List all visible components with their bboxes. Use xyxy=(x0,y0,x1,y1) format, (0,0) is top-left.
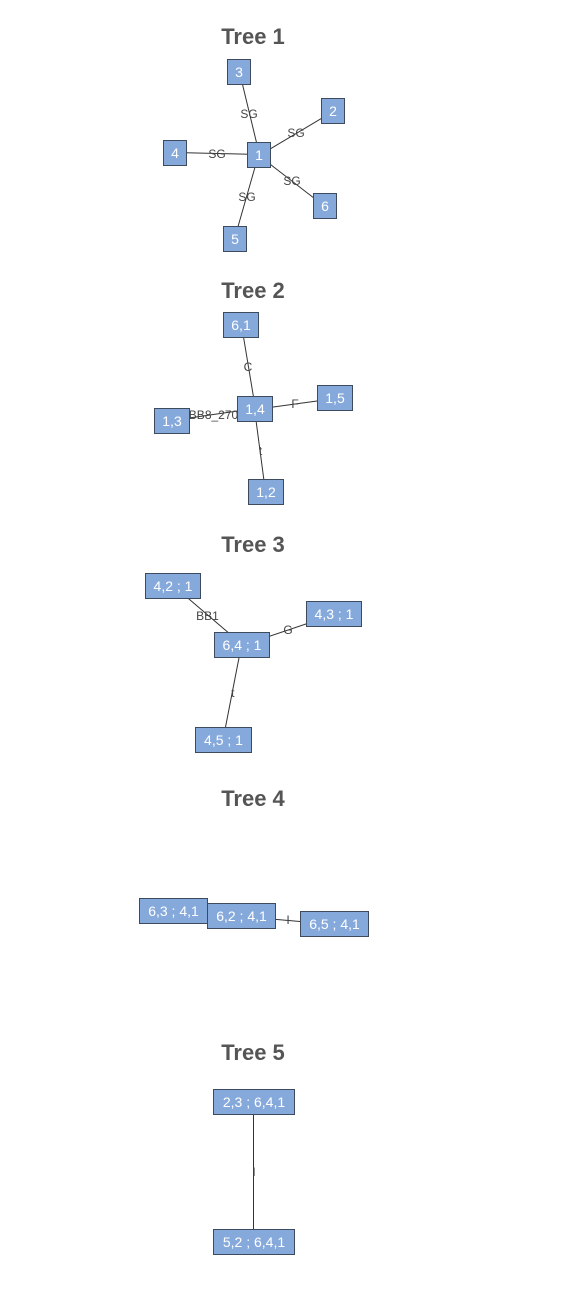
tree-node: 6,3 ; 4,1 xyxy=(139,898,208,924)
edge-label: SG xyxy=(287,126,305,140)
tree-node: 1,4 xyxy=(237,396,273,422)
edge-label: SG xyxy=(283,173,301,188)
tree-node: 4,5 ; 1 xyxy=(195,727,252,753)
tree-5-title: Tree 5 xyxy=(221,1040,285,1065)
tree-node: 1,2 xyxy=(248,479,284,505)
tree-1-title: Tree 1 xyxy=(221,24,285,49)
tree-node: 2,3 ; 6,4,1 xyxy=(213,1089,295,1115)
edge-label: C xyxy=(243,360,253,374)
edge-label: I xyxy=(252,1165,256,1179)
tree-3-title: Tree 3 xyxy=(221,532,285,557)
tree-node: 1,3 xyxy=(154,408,190,434)
tree-node: 4,2 ; 1 xyxy=(145,573,201,599)
edge-label: F xyxy=(291,396,299,411)
edge-label: t xyxy=(231,685,235,700)
tree-node: 5 xyxy=(223,226,247,252)
tree-node: 6 xyxy=(313,193,337,219)
edge-label: SG xyxy=(208,147,226,161)
tree-node: 3 xyxy=(227,59,251,85)
tree-2-title: Tree 2 xyxy=(221,278,285,303)
tree-node: 5,2 ; 6,4,1 xyxy=(213,1229,295,1255)
tree-node: 6,1 xyxy=(223,312,259,338)
edge-label: SG xyxy=(238,190,256,204)
edge-label: BB8_270 xyxy=(188,408,239,422)
edge-label: G xyxy=(283,622,293,637)
tree-node: 2 xyxy=(321,98,345,124)
tree-node: 4 xyxy=(163,140,187,166)
tree-node: 1,5 xyxy=(317,385,353,411)
tree-node: 1 xyxy=(247,142,271,168)
tree-node: 4,3 ; 1 xyxy=(306,601,362,627)
edge-label: I xyxy=(286,913,290,927)
tree-4-title: Tree 4 xyxy=(221,786,285,811)
tree-node: 6,4 ; 1 xyxy=(214,632,270,658)
edge-label: t xyxy=(258,443,263,458)
tree-node: 6,2 ; 4,1 xyxy=(207,903,276,929)
edge-label: SG xyxy=(240,106,258,121)
edge-label: BB1 xyxy=(196,608,219,623)
tree-node: 6,5 ; 4,1 xyxy=(300,911,369,937)
